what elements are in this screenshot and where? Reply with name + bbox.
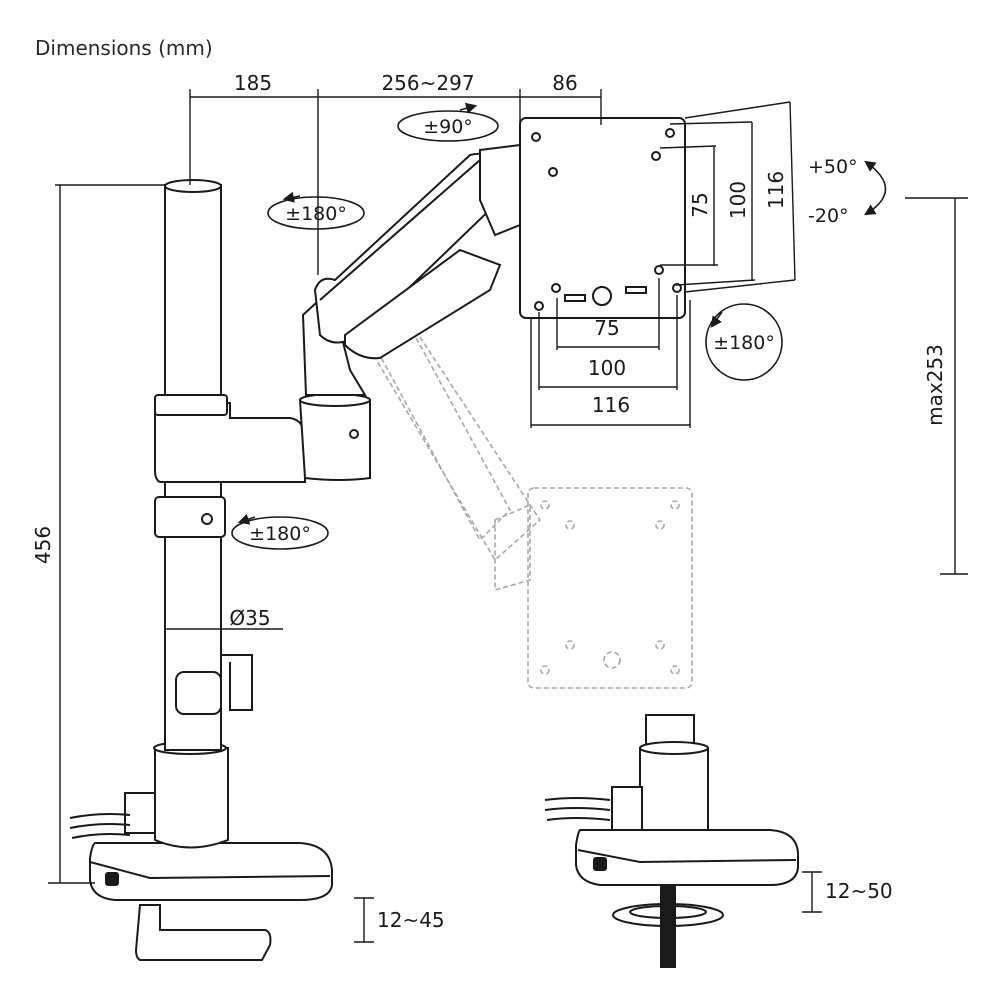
- label-rotation-pole-collar: ±180°: [249, 523, 311, 545]
- label-vesa-h-inner: 75: [688, 192, 712, 217]
- diagram-title: Dimensions (mm): [35, 36, 213, 60]
- rotation-arrows: [231, 102, 887, 550]
- label-vesa-w-outer: 116: [592, 393, 630, 417]
- label-arm-reach-3: 86: [552, 71, 577, 95]
- rotation-arrow-arm-top: [397, 110, 499, 142]
- label-arm-reach-2: 256~297: [381, 71, 474, 95]
- label-rotation-arm-top: ±90°: [423, 116, 473, 138]
- label-vesa-w-mid: 100: [588, 356, 626, 380]
- dimension-labels: 185 256~297 86 75 100 116 75 100 116 456…: [31, 71, 947, 932]
- grommet-stand: [544, 714, 799, 968]
- label-vesa-h-outer: 116: [764, 171, 788, 209]
- label-tilt-up: +50°: [808, 156, 858, 178]
- rotation-arrow-arm-joint: [267, 196, 365, 230]
- label-max-height: max253: [923, 344, 947, 426]
- rotation-arrow-pole-collar: [231, 516, 329, 550]
- label-vesa-w-inner: 75: [594, 316, 619, 340]
- label-tilt-down: -20°: [808, 205, 849, 227]
- rotation-labels: ±90° ±180° ±180° ±180° +50° -20°: [249, 116, 857, 545]
- label-rotation-arm-joint: ±180°: [285, 203, 347, 225]
- clamp-stand: [69, 117, 686, 961]
- label-clamp-thickness: 12~45: [377, 908, 445, 932]
- label-arm-reach-1: 185: [234, 71, 272, 95]
- label-rotation-screen: ±180°: [713, 332, 775, 354]
- label-pole-diameter: Ø35: [229, 606, 270, 630]
- dimension-lines: [48, 89, 968, 943]
- label-pole-height: 456: [31, 526, 55, 564]
- label-grommet-thickness: 12~50: [825, 879, 893, 903]
- label-vesa-h-mid: 100: [726, 181, 750, 219]
- rotation-arrow-screen: [705, 303, 783, 381]
- tilt-arrow: [864, 160, 887, 216]
